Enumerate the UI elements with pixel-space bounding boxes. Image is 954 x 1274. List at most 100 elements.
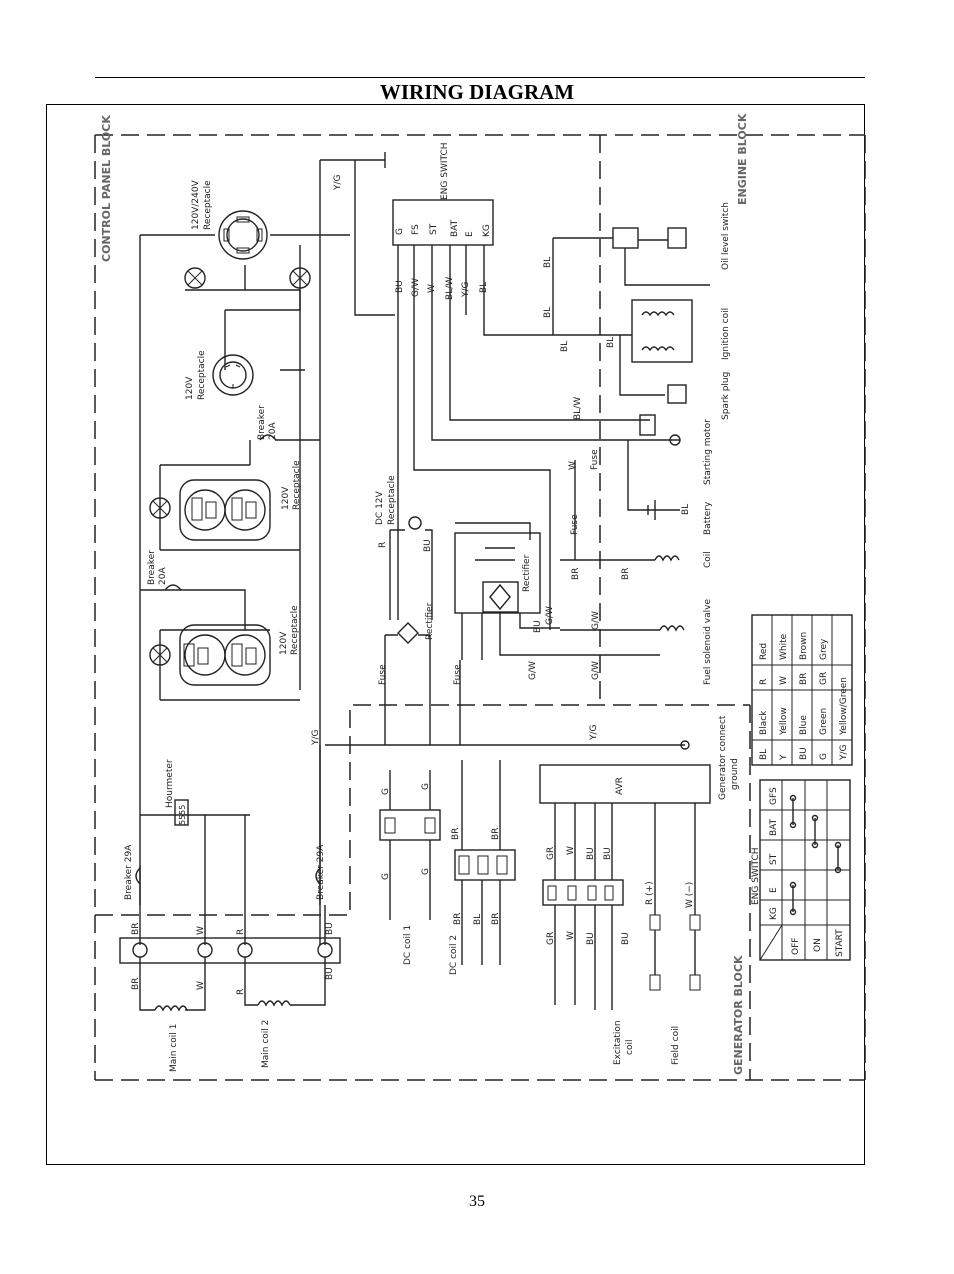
breaker-20a-top: Breaker 20A: [257, 405, 278, 441]
legend-name-black: Black: [759, 710, 769, 735]
main-coil-wire-bu-bottom: BU: [325, 967, 335, 980]
wire-label-blw-switch: BL/W: [445, 277, 455, 300]
fuel-solenoid-valve: Fuel solenoid valve G/W G/W: [560, 599, 713, 685]
rectifier-left: Rectifier Fuse: [378, 602, 435, 745]
breaker-29a-left: Breaker 29A: [124, 844, 141, 900]
eng-switch-pin-g: G: [395, 228, 405, 235]
legend-code-yg: Y/G: [839, 744, 849, 761]
main-coil-wire-r-top: R: [236, 929, 246, 935]
avr-label: AVR: [615, 777, 625, 795]
wire-label-g-1: G: [381, 788, 391, 795]
control-panel-block-label: CONTROL PANEL BLOCK: [100, 115, 113, 262]
indicator-lamps: [149, 267, 311, 666]
switch-table-title: ENG SWITCH: [751, 847, 761, 905]
main-coil-wire-w-bottom: W: [196, 981, 206, 990]
wire-label-gr-exc: GR: [546, 932, 556, 945]
ignition-coil-label: Ignition coil: [721, 308, 731, 360]
main-coil-2-label: Main coil 2: [261, 1020, 271, 1068]
duplex-receptacle-bottom: 120V Receptacle: [179, 605, 300, 686]
excitation-coil-label-1: Excitation: [613, 1020, 623, 1065]
eng-switch-terminal-title: ENG SWITCH: [440, 142, 450, 200]
wire-label-br-rect: BR: [571, 568, 581, 580]
dc-coil-2: BR BR BR BL BR DC coil 2: [449, 760, 516, 975]
receptacle-120-240v: 120V/240V Receptacle: [191, 179, 268, 260]
wire-label-gw-switch: G/W: [411, 278, 421, 297]
wire-label-g-4: G: [421, 868, 431, 875]
oil-level-switch-label: Oil level switch: [721, 202, 731, 270]
switch-row-on: ON: [813, 938, 823, 952]
receptacle-top-label-2: Receptacle: [292, 460, 302, 510]
generator-block-label: GENERATOR BLOCK: [732, 955, 745, 1075]
switch-col-bat: BAT: [769, 818, 779, 836]
starting-motor: Starting motor BL Battery: [627, 414, 713, 535]
spark-plug-label: Spark plug: [721, 372, 731, 420]
legend-name-red: Red: [759, 643, 769, 660]
fuse-mid-label: Fuse: [453, 664, 463, 685]
eng-switch-pin-fs: FS: [411, 224, 421, 235]
legend-name-yellow-green: Yellow/Green: [839, 677, 849, 736]
fuse-left-label: Fuse: [378, 664, 388, 685]
rectifier-right-label: Rectifier: [522, 554, 532, 592]
receptacle-top-label-1: 120V: [281, 486, 291, 510]
dc-coil-1-label: DC coil 1: [403, 925, 413, 965]
wire-label-bl-battery: BL: [681, 504, 691, 515]
page-number: 35: [469, 1193, 485, 1210]
dc-coil-1: G G G G DC coil 1: [379, 770, 441, 965]
switch-table-headers: KG E ST BAT G FS OFF ON START: [769, 787, 845, 957]
oil-level-switch: Oil level switch BL BL: [543, 202, 731, 335]
wire-label-bl-ign-2: BL: [606, 337, 616, 348]
breaker-20a-top-label-2: 20A: [268, 422, 278, 440]
legend-name-white: White: [779, 633, 789, 660]
dc-12v-receptacle: DC 12V Receptacle R BU: [375, 475, 433, 620]
receptacle-120-240-label-1: 120V/240V: [191, 179, 201, 230]
wire-label-br-coil: BR: [621, 568, 631, 580]
wire-label-br-dc2-b: BR: [491, 828, 501, 840]
legend-code-gr: GR: [819, 672, 829, 685]
wire-label-r-plus: R (+): [645, 881, 655, 905]
generator-ground-label-2: ground: [730, 758, 740, 790]
hourmeter-value: 5555: [178, 805, 187, 825]
starting-motor-label: Starting motor: [703, 419, 713, 485]
wire-label-bl-ign: BL: [560, 341, 570, 352]
legend-name-grey: Grey: [819, 638, 829, 660]
legend-name-blue: Blue: [799, 715, 809, 735]
wire-label-yg-mid: Y/G: [589, 724, 599, 741]
generator-ground: Generator connect ground: [680, 715, 740, 800]
ignition-coil: Ignition coil Spark plug BL BL BL/W: [560, 299, 731, 420]
switch-row-off: OFF: [791, 938, 801, 955]
main-coil-wire-r-bottom: R: [236, 989, 246, 995]
wire-label-bu-switch: BU: [395, 280, 405, 293]
engine-block-label: ENGINE BLOCK: [736, 113, 749, 205]
excitation-coil-label-2: coil: [625, 1040, 635, 1055]
legend-code-y: Y: [779, 754, 789, 761]
switch-col-st: ST: [769, 853, 779, 865]
fuse-eng-label: Fuse: [590, 449, 600, 470]
color-legend: [751, 614, 853, 766]
breaker-20a-top-label-1: Breaker: [257, 405, 267, 440]
field-coil-label: Field coil: [671, 1026, 681, 1065]
wire-label-w-exc: W: [566, 931, 576, 940]
wire-label-yg-left: Y/G: [311, 729, 321, 746]
receptacle-120-240-label-2: Receptacle: [203, 180, 213, 230]
wire-label-bu-avr: BU: [586, 847, 596, 860]
hourmeter: Hourmeter 5555: [165, 759, 189, 826]
fuel-solenoid-label: Fuel solenoid valve: [703, 599, 713, 685]
coil: W Fuse Fuse Coil BR: [560, 449, 713, 580]
wire-label-bu-rect: BU: [533, 620, 543, 633]
breaker-20a-mid-label-1: Breaker: [147, 550, 157, 585]
main-coil-1-label: Main coil 1: [169, 1024, 179, 1072]
generator-ground-label-1: Generator connect: [718, 715, 728, 800]
wire-label-bl-switch: BL: [479, 282, 489, 293]
wire-label-gw-fuel-2: G/W: [591, 661, 601, 680]
wire-label-br-dc2-d: BR: [491, 913, 501, 925]
wire-label-gw-low: G/W: [528, 661, 538, 680]
legend-code-r: R: [759, 679, 769, 685]
switch-col-fs: FS: [769, 787, 779, 798]
wire-label-bu-avr-2: BU: [603, 847, 613, 860]
wire-label-blw-eng: BL/W: [573, 397, 583, 420]
wire-label-gr-avr: GR: [546, 847, 556, 860]
main-coil-wire-br-bottom: BR: [131, 978, 141, 990]
wire-label-g-2: G: [421, 783, 431, 790]
switch-col-e: E: [769, 887, 779, 893]
